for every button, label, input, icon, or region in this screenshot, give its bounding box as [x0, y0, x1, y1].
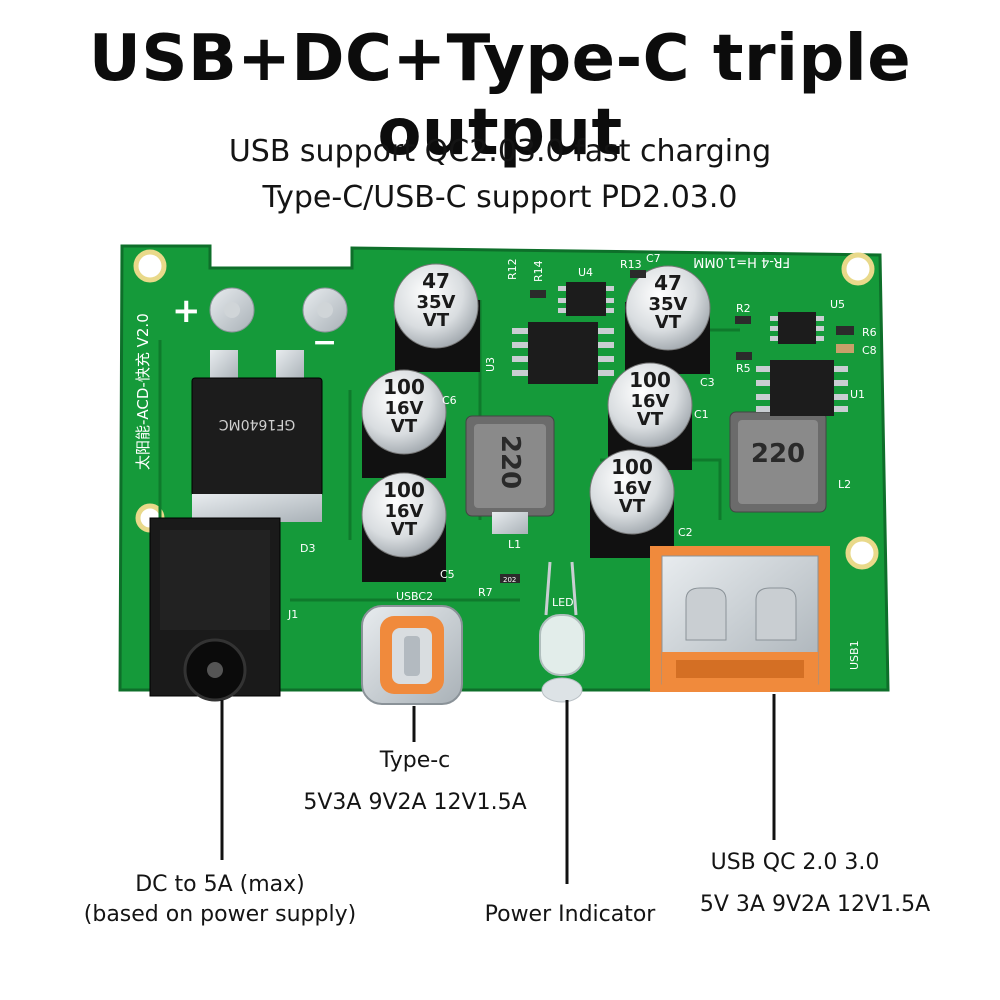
diode-component: GF1640MC [191, 350, 323, 522]
ref-r6: R6 [862, 326, 877, 339]
capacitor-100uf-2: 100 16V VT [607, 362, 693, 470]
power-indicator-label: Power Indicator [484, 902, 656, 927]
ref-r13: R13 [620, 258, 642, 271]
board-version-label: 太阳能-ACD-快充 V2.0 [134, 313, 152, 470]
svg-text:16V: 16V [631, 391, 670, 412]
subtitle-usb-qc: USB support QC2.03.0 fast charging [228, 134, 772, 169]
ref-usbc2: USBC2 [396, 590, 433, 603]
plus-sign: + [172, 291, 201, 331]
ic-chip-u4 [558, 282, 614, 316]
capacitor-47uf-1: 47 35V VT [393, 263, 480, 372]
ref-u3: U3 [484, 357, 497, 372]
svg-text:VT: VT [391, 519, 418, 540]
ic-chip-u3 [512, 322, 614, 384]
ref-c5: C5 [440, 568, 455, 581]
ref-c8: C8 [862, 344, 877, 357]
svg-text:16V: 16V [385, 398, 424, 419]
svg-text:220: 220 [751, 439, 805, 469]
board-material-label: FR-4 H=1.0MM [693, 254, 790, 269]
ref-c7: C7 [646, 252, 661, 265]
usb-spec: 5V 3A 9V2A 12V1.5A [699, 892, 931, 917]
ic-chip-u1 [756, 360, 848, 416]
typec-connector [361, 605, 463, 705]
ref-c2: C2 [678, 526, 693, 539]
typec-spec: 5V3A 9V2A 12V1.5A [303, 790, 527, 815]
ref-usb1: USB1 [848, 640, 861, 670]
svg-text:VT: VT [423, 310, 450, 331]
ref-r7: R7 [478, 586, 493, 599]
svg-text:47: 47 [654, 271, 682, 295]
svg-text:100: 100 [383, 375, 425, 399]
svg-text:VT: VT [655, 312, 682, 333]
capacitor-100uf-3: 100 16V VT [361, 472, 447, 582]
ref-u1: U1 [850, 388, 865, 401]
svg-text:VT: VT [619, 496, 646, 517]
svg-text:35V: 35V [649, 294, 688, 315]
ref-r5: R5 [736, 362, 751, 375]
dc-jack-connector [149, 517, 281, 702]
ref-d3: D3 [300, 542, 315, 555]
ic-chip-u5 [770, 312, 824, 344]
ref-c1: C1 [694, 408, 709, 421]
inductor-l2: 220 [729, 411, 827, 513]
svg-text:16V: 16V [385, 501, 424, 522]
typec-label: Type-c [379, 748, 451, 773]
svg-text:16V: 16V [613, 478, 652, 499]
diode-marking: GF1640MC [219, 416, 296, 432]
ref-r14: R14 [532, 260, 545, 282]
ref-u5: U5 [830, 298, 845, 311]
dc-label: DC to 5A (max) [135, 872, 305, 897]
svg-text:100: 100 [383, 478, 425, 502]
dc-note: (based on power supply) [83, 902, 357, 927]
resistor-code: 202 [503, 576, 516, 584]
subtitle-typec-pd: Type-C/USB-C support PD2.03.0 [262, 180, 738, 215]
usb-a-connector [650, 546, 830, 692]
svg-text:220: 220 [495, 435, 525, 489]
svg-text:100: 100 [629, 368, 671, 392]
ref-l1: L1 [508, 538, 521, 551]
svg-text:VT: VT [391, 416, 418, 437]
ref-r2: R2 [736, 302, 751, 315]
capacitor-100uf-1: 100 16V VT [361, 369, 447, 478]
callout-lines [220, 694, 776, 884]
svg-text:47: 47 [422, 269, 450, 293]
ref-c3: C3 [700, 376, 715, 389]
inductor-l1: 220 [465, 415, 555, 534]
ref-c6: C6 [442, 394, 457, 407]
ref-led: LED [552, 596, 574, 609]
svg-text:100: 100 [611, 455, 653, 479]
ref-u4: U4 [578, 266, 593, 279]
page-title: USB+DC+Type-C triple output [88, 22, 912, 170]
svg-text:VT: VT [637, 409, 664, 430]
power-indicator-led [539, 561, 585, 703]
ref-j1: J1 [287, 608, 298, 621]
capacitor-47uf-2: 47 35V VT [625, 265, 711, 374]
ref-l2: L2 [838, 478, 851, 491]
ref-r12: R12 [506, 258, 519, 280]
svg-text:35V: 35V [417, 292, 456, 313]
smd-resistors [500, 270, 854, 583]
capacitor-100uf-4: 100 16V VT [589, 449, 675, 558]
usb-label: USB QC 2.0 3.0 [710, 850, 880, 875]
